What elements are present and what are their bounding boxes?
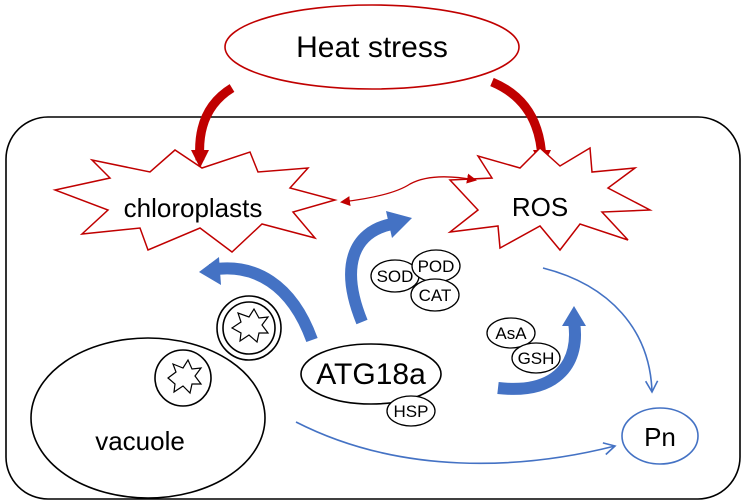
pn-ellipse — [621, 407, 699, 465]
vacuole-ellipse — [30, 337, 266, 499]
hsp-label: HSP — [394, 402, 429, 421]
atg18a-node: ATG18a — [300, 343, 442, 405]
ascorbate-glutathione: AsA GSH — [486, 317, 561, 374]
atg18a-to-ros-arrow — [345, 218, 394, 325]
hsp-node: HSP — [386, 395, 436, 427]
autophagosome — [216, 295, 282, 361]
asa-label: AsA — [495, 324, 527, 343]
antioxidant-enzymes: SOD POD CAT — [370, 249, 461, 312]
autophagic-body-cargo-icon — [167, 358, 203, 395]
ros-to-pn-arrow — [542, 267, 659, 394]
vacuole-node: vacuole — [30, 337, 266, 499]
heat-to-ros-arrow — [490, 77, 547, 161]
gsh-label: GSH — [518, 349, 555, 368]
atg18a-to-chloroplasts-arrowhead — [199, 257, 221, 285]
atg18a-to-chloroplasts-arrow — [208, 262, 318, 343]
heat-stress-node: Heat stress — [224, 4, 520, 90]
pod-label: POD — [418, 257, 455, 276]
ros-label: ROS — [512, 192, 568, 222]
vacuole-label: vacuole — [95, 426, 185, 456]
pn-node: Pn — [621, 407, 699, 465]
ascorbate-cycle-arrow — [497, 321, 581, 395]
heat-stress-label: Heat stress — [296, 31, 448, 64]
heat-to-chloroplasts-arrowhead — [191, 150, 209, 168]
ros-node: ROS — [447, 146, 653, 252]
ascorbate-cycle-arrowhead — [562, 306, 586, 326]
chloroplasts-node: chloroplasts — [52, 149, 338, 253]
atg18a-ellipse — [300, 343, 442, 405]
atg18a-to-ros-arrowhead — [386, 211, 412, 238]
gsh-ellipse — [511, 342, 561, 374]
chloroplasts-label: chloroplasts — [124, 193, 263, 223]
cell-boundary — [5, 116, 741, 500]
sod-label: SOD — [377, 267, 414, 286]
cat-label: CAT — [419, 286, 452, 305]
ros-burst — [447, 146, 653, 252]
cat-ellipse — [410, 278, 460, 312]
pn-label: Pn — [644, 422, 676, 452]
asa-ellipse — [486, 317, 536, 349]
heat-stress-ellipse — [224, 4, 520, 90]
atg18a-label: ATG18a — [316, 358, 426, 391]
hsp-ellipse — [386, 395, 436, 427]
heat-to-chloroplasts-arrow — [195, 84, 235, 161]
chloroplasts-burst — [52, 149, 338, 253]
autophagosome-cargo-icon — [230, 307, 270, 344]
vacuole-to-pn-arrow — [295, 421, 617, 465]
chloroplasts-ros-link — [341, 173, 477, 203]
